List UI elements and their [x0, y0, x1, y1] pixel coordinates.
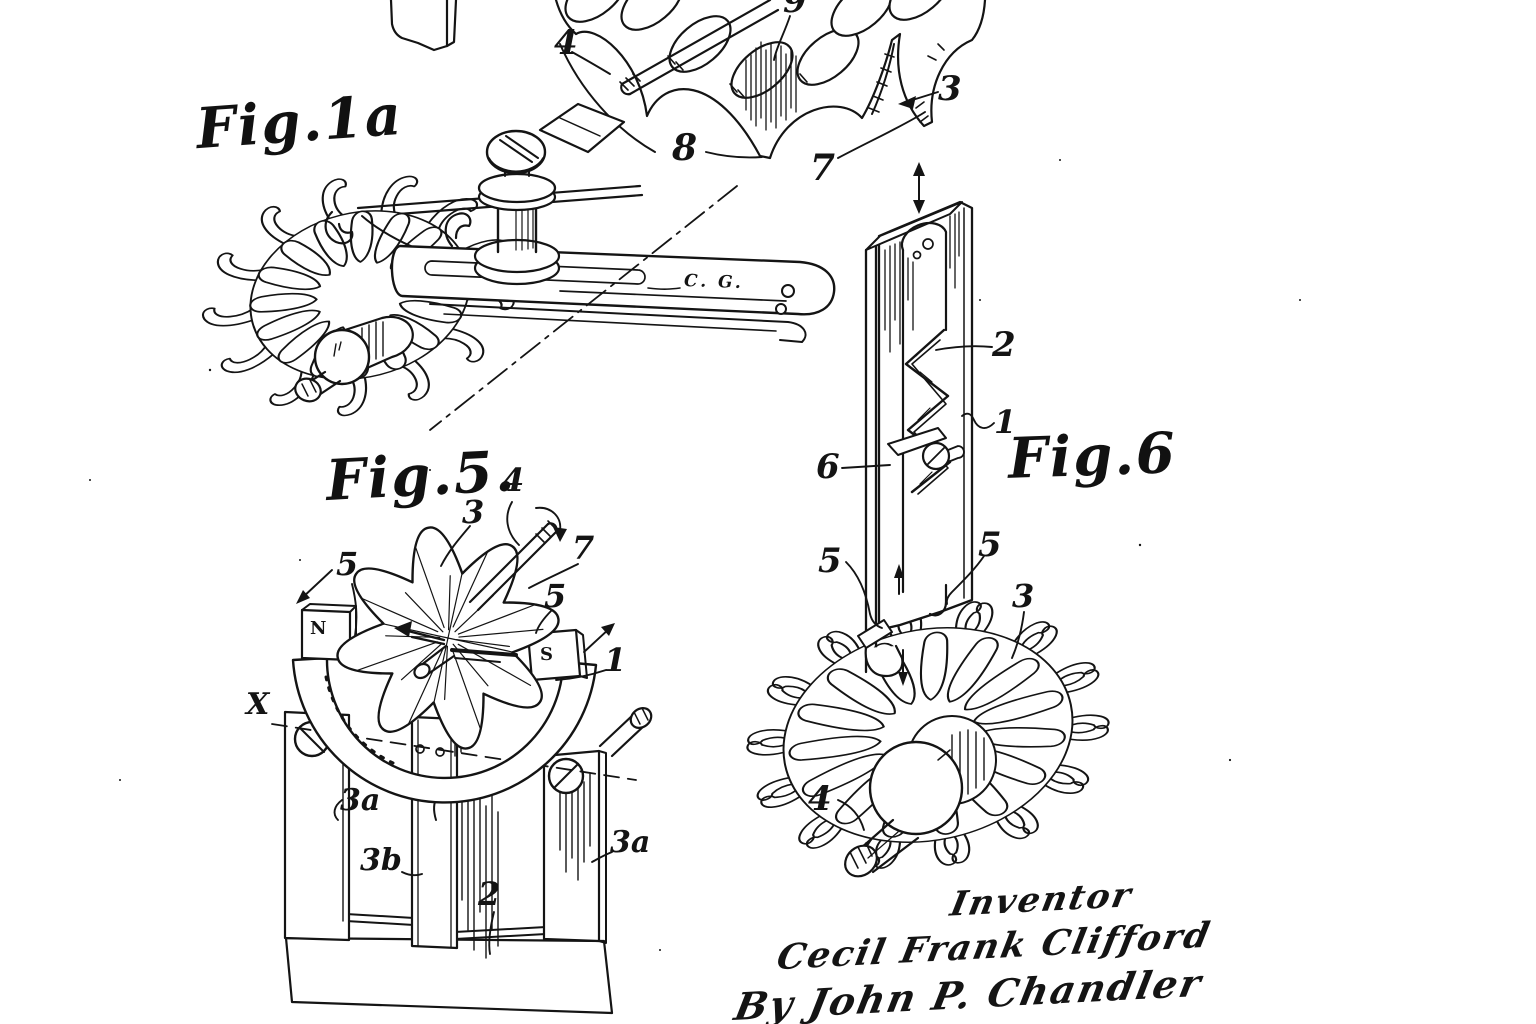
fig6-clamp-screw — [887, 427, 965, 471]
fig5-label-4: 4 — [502, 461, 525, 499]
fig6-label-2: 2 — [992, 325, 1016, 365]
disc-shading — [745, 41, 797, 131]
fig6-frame-shading — [884, 211, 960, 353]
fig5-label-3a-right: 3a — [610, 825, 651, 860]
fig1a-hub — [294, 315, 414, 403]
fig5-arrow-ne — [601, 623, 615, 636]
fig5-arrow-sw — [296, 590, 310, 604]
fig1a-label-cg: C. G. — [683, 270, 745, 294]
fig5-needle-arrowhead — [394, 621, 412, 637]
fig5-label-2: 2 — [478, 875, 501, 913]
fig6-hook — [857, 583, 948, 678]
top-disc-leaders — [571, 15, 939, 159]
fig5-yoke-bracket — [283, 707, 653, 1015]
fig6-label-5-right: 5 — [978, 525, 1002, 565]
fig5-drawing — [271, 501, 653, 1015]
fig6-leaders — [837, 345, 1025, 831]
fig6-label-5-left: 5 — [818, 541, 842, 581]
top-label-7: 7 — [810, 147, 836, 189]
fig6-slide-frame — [857, 200, 974, 678]
fig5-label-3b: 3b — [360, 843, 402, 878]
fig6-label-6: 6 — [816, 447, 840, 487]
disc-shaft-rod — [619, 0, 780, 96]
fig5-rod4 — [468, 520, 558, 612]
fig6-motion-arrows — [894, 162, 925, 686]
fig1a-title: Fig.1a — [193, 81, 405, 163]
fig6-title: Fig.6 — [1006, 420, 1178, 492]
fig5-label-3a-left: 3a — [340, 783, 381, 818]
fig6-label-4: 4 — [808, 779, 832, 819]
fig6-hub — [844, 715, 997, 878]
fig1a-balance-bar — [390, 244, 836, 343]
fig5-pole-label-s: S — [540, 644, 553, 665]
fig5-leaders — [301, 501, 613, 955]
top-label-9: 9 — [783, 0, 807, 21]
fig1a-pivot-post — [473, 102, 626, 286]
fig5-label-5-right: 5 — [544, 577, 567, 615]
top-label-3: 3 — [938, 69, 962, 109]
fig5-label-x: X — [246, 687, 270, 722]
fig6-label-3: 3 — [1012, 577, 1035, 615]
top-label-4: 4 — [554, 23, 578, 63]
fig5-label-1: 1 — [604, 641, 627, 679]
top-label-8: 8 — [672, 127, 698, 169]
fig5-title: Fig.5. — [324, 438, 518, 514]
fig6-label-1: 1 — [994, 403, 1017, 441]
fig5-center-pin — [394, 621, 518, 680]
fig1a-drawing — [201, 102, 836, 431]
top-left-fragment — [389, 0, 458, 52]
arrow-to-rim — [898, 96, 916, 109]
fig5-label-3: 3 — [462, 493, 485, 531]
fig5-arrow-cw — [553, 527, 567, 542]
fig1a-axis-line — [429, 185, 738, 431]
disc-holes — [564, 0, 952, 99]
fig5-label-7: 7 — [572, 529, 595, 567]
top-partial-disc — [554, 0, 987, 160]
fig5-star-rotor — [336, 526, 560, 750]
fig6-drawing — [745, 162, 1111, 878]
fig5-pole-label-n: N — [310, 618, 327, 639]
paper-specks — [89, 149, 1301, 951]
fig5-label-5-left: 5 — [336, 545, 359, 583]
